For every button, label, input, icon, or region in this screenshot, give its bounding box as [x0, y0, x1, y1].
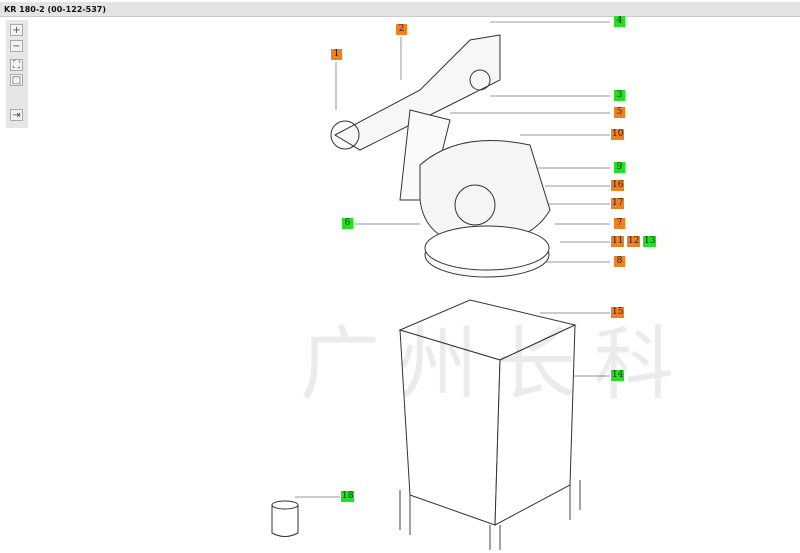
callout-1[interactable]: 1: [331, 49, 342, 60]
callout-4[interactable]: 4: [614, 16, 625, 27]
callout-16[interactable]: 16: [611, 180, 625, 191]
window-title: KR 180-2 (00-122-537): [0, 2, 800, 17]
zoom-in-button[interactable]: +: [10, 24, 23, 36]
reset-view-button[interactable]: □: [10, 74, 23, 86]
zoom-out-button[interactable]: −: [10, 40, 23, 52]
callout-7[interactable]: 7: [614, 218, 625, 229]
callout-8[interactable]: 8: [614, 256, 625, 267]
callout-15[interactable]: 15: [611, 307, 625, 318]
callout-17[interactable]: 17: [611, 198, 625, 209]
callout-12[interactable]: 12: [627, 236, 641, 247]
callout-9[interactable]: 9: [614, 162, 625, 173]
callout-14[interactable]: 14: [611, 370, 625, 381]
callout-18[interactable]: 18: [341, 491, 355, 502]
viewer-toolbar: + − ⛶ □ ⇥: [6, 20, 28, 128]
callout-10[interactable]: 10: [611, 129, 625, 140]
callout-5[interactable]: 5: [614, 107, 625, 118]
callout-11[interactable]: 11: [611, 236, 625, 247]
toggle-panel-button[interactable]: ⇥: [10, 109, 23, 121]
watermark: 广州长科: [300, 318, 692, 411]
leader-lines: [295, 21, 610, 498]
callout-3[interactable]: 3: [614, 90, 625, 101]
fit-view-button[interactable]: ⛶: [10, 59, 23, 71]
callout-6[interactable]: 6: [342, 218, 353, 229]
callout-13[interactable]: 13: [643, 236, 657, 247]
callout-2[interactable]: 2: [396, 24, 407, 35]
